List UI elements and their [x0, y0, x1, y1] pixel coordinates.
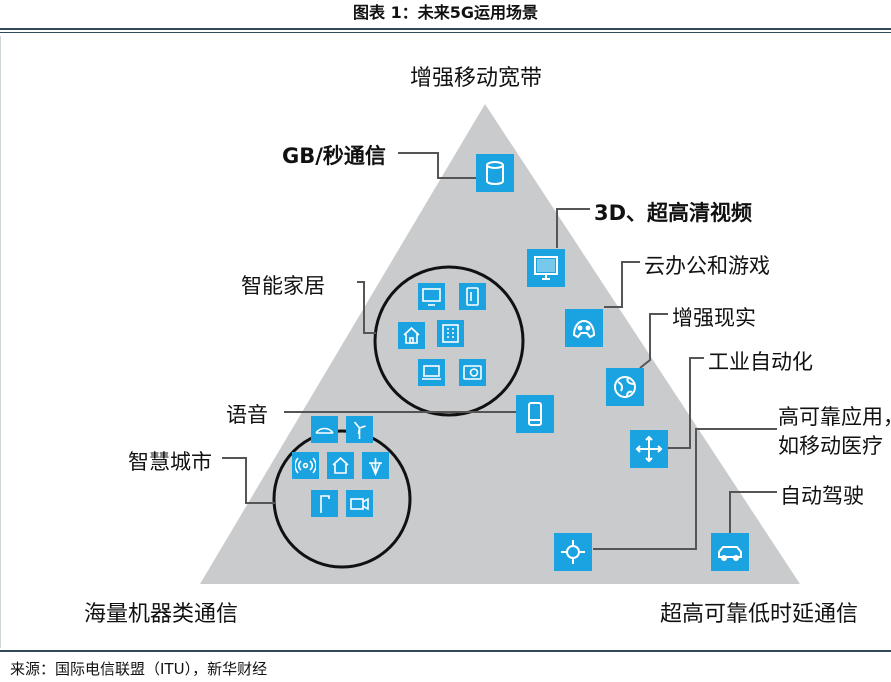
house-icon — [398, 322, 425, 349]
label-cloud-gaming: 云办公和游戏 — [644, 254, 770, 278]
bridge-icon — [311, 416, 338, 443]
gamepad-icon — [565, 309, 603, 347]
title-rule-bottom — [0, 32, 891, 33]
label-3d-video: 3D、超高清视频 — [594, 201, 753, 225]
tv-icon — [418, 283, 445, 310]
tower-icon — [362, 452, 389, 479]
washer-icon — [459, 359, 486, 386]
connector-smart-city — [222, 457, 275, 504]
car-icon — [711, 533, 749, 571]
connector-industry — [668, 357, 704, 449]
globe-icon — [606, 368, 644, 406]
streetlight-icon — [311, 490, 338, 517]
title-rule-thin — [0, 28, 891, 30]
fridge-icon — [459, 283, 486, 310]
connector-ar — [639, 313, 668, 369]
connector-reliable — [593, 428, 777, 550]
building-icon — [437, 320, 464, 347]
signal-icon — [292, 452, 319, 479]
smart-city-circle — [272, 429, 412, 569]
connector-lines — [222, 152, 777, 550]
city-house-icon — [327, 452, 354, 479]
source-note: 来源：国际电信联盟（ITU），新华财经 — [10, 660, 268, 678]
label-industry: 工业自动化 — [708, 350, 813, 374]
figure-title: 图表 1：未来5G运用场景 — [353, 3, 538, 22]
connector-3d — [556, 208, 590, 248]
monitor-icon — [527, 249, 565, 287]
connector-driving — [729, 491, 777, 534]
smart-home-circle — [373, 265, 525, 417]
label-mmtc: 海量机器类通信 — [84, 602, 239, 627]
label-smart-city: 智慧城市 — [128, 450, 212, 474]
label-urllc: 超高可靠低时延通信 — [660, 602, 859, 627]
label-reliable-1: 高可靠应用， — [778, 405, 891, 429]
label-voice: 语音 — [226, 403, 268, 427]
wind-turbine-icon — [346, 416, 373, 443]
laptop-icon — [418, 359, 445, 386]
connector-smart-home — [357, 281, 376, 334]
arrows-icon — [630, 430, 668, 468]
label-reliable-2: 如移动医疗 — [778, 434, 883, 458]
source-rule — [0, 650, 891, 652]
label-gbps: GB/秒通信 — [282, 144, 386, 168]
label-driving: 自动驾驶 — [780, 484, 864, 508]
label-ar: 增强现实 — [672, 306, 756, 330]
connector-gbps — [398, 152, 478, 179]
diagram-frame — [0, 36, 890, 648]
smartphone-icon — [516, 395, 554, 433]
crosshair-icon — [554, 533, 592, 571]
label-smart-home: 智能家居 — [241, 274, 325, 298]
connector-cloud — [604, 261, 640, 308]
camera-icon — [346, 490, 373, 517]
database-icon — [476, 154, 514, 192]
label-embb: 增强移动宽带 — [410, 66, 543, 91]
